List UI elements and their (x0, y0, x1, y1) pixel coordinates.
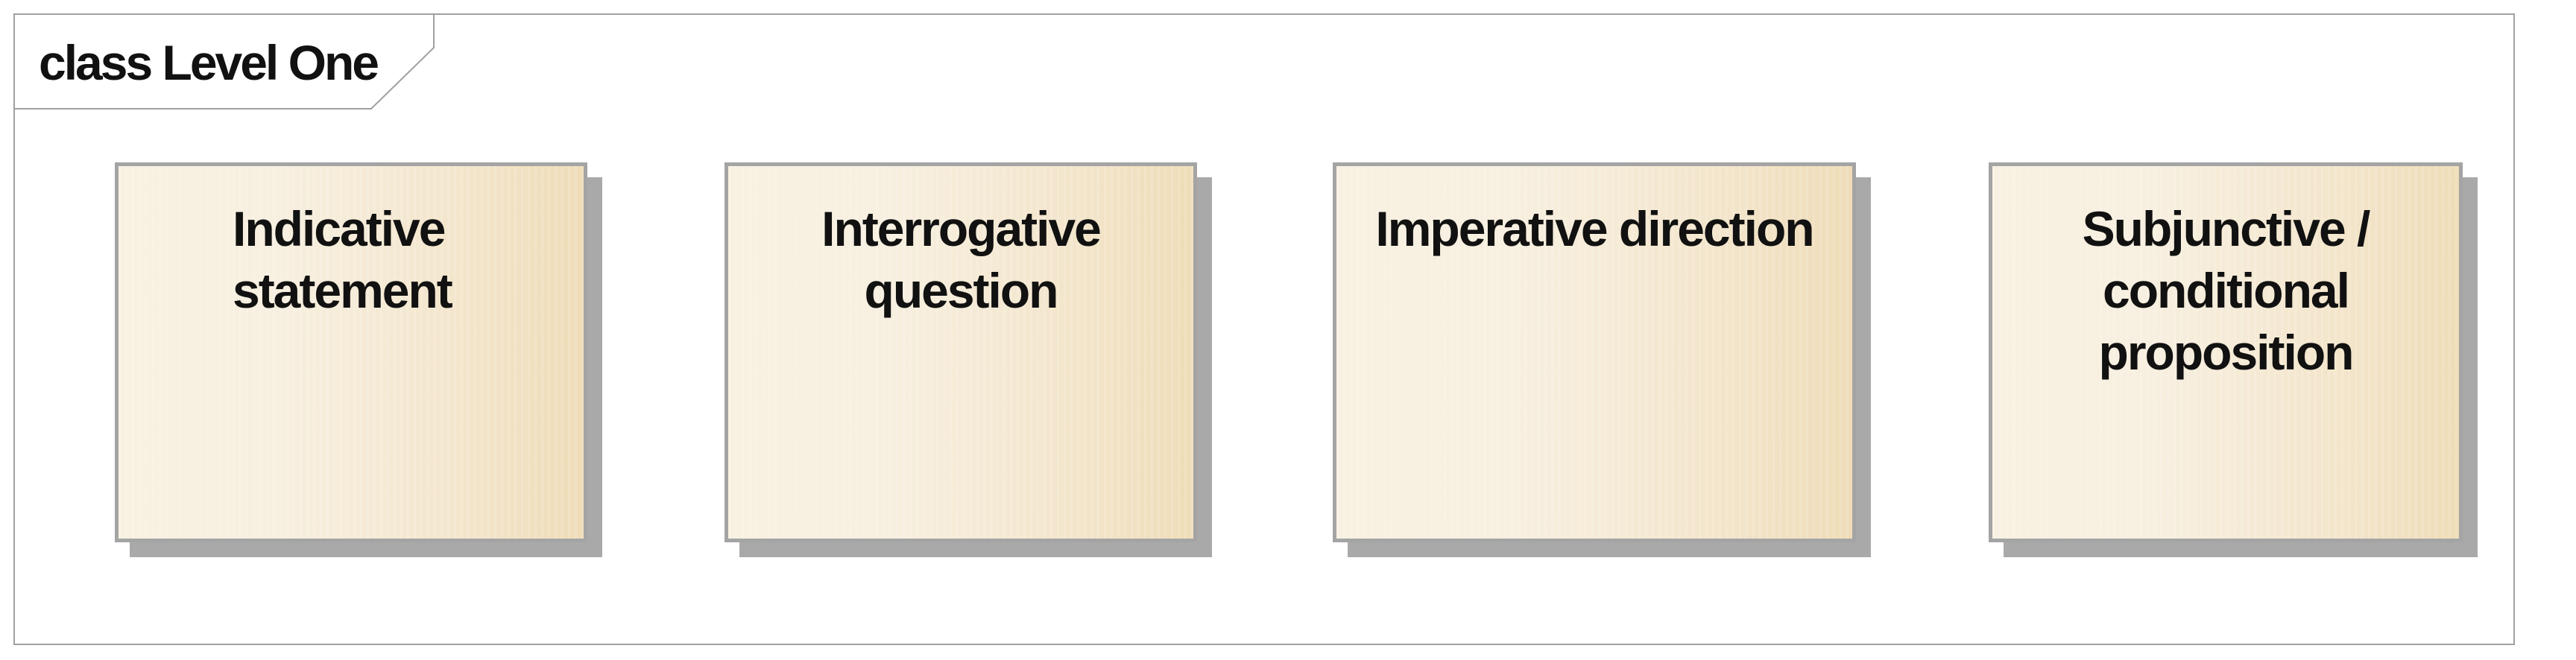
class-body (1333, 162, 1856, 542)
frame-tab-outline (15, 15, 435, 110)
class-imperative-direction[interactable]: Imperative direction (1333, 162, 1871, 557)
class-name: Interrogative question (821, 201, 1102, 318)
class-name: Imperative direction (1375, 201, 1814, 256)
class-interrogative-question[interactable]: Interrogative question (724, 162, 1212, 557)
class-name: Indicative statement (233, 201, 453, 318)
frame-title: class Level One (39, 35, 379, 90)
class-body (115, 162, 587, 542)
class-subjunctive-conditional-proposition[interactable]: Subjunctive / conditional proposition (1989, 162, 2478, 557)
class-indicative-statement[interactable]: Indicative statement (115, 162, 602, 557)
frame-title-tab: class Level One (15, 15, 435, 110)
class-body (724, 162, 1197, 542)
class-name: Subjunctive / conditional proposition (2082, 201, 2371, 380)
class-body (1989, 162, 2463, 542)
